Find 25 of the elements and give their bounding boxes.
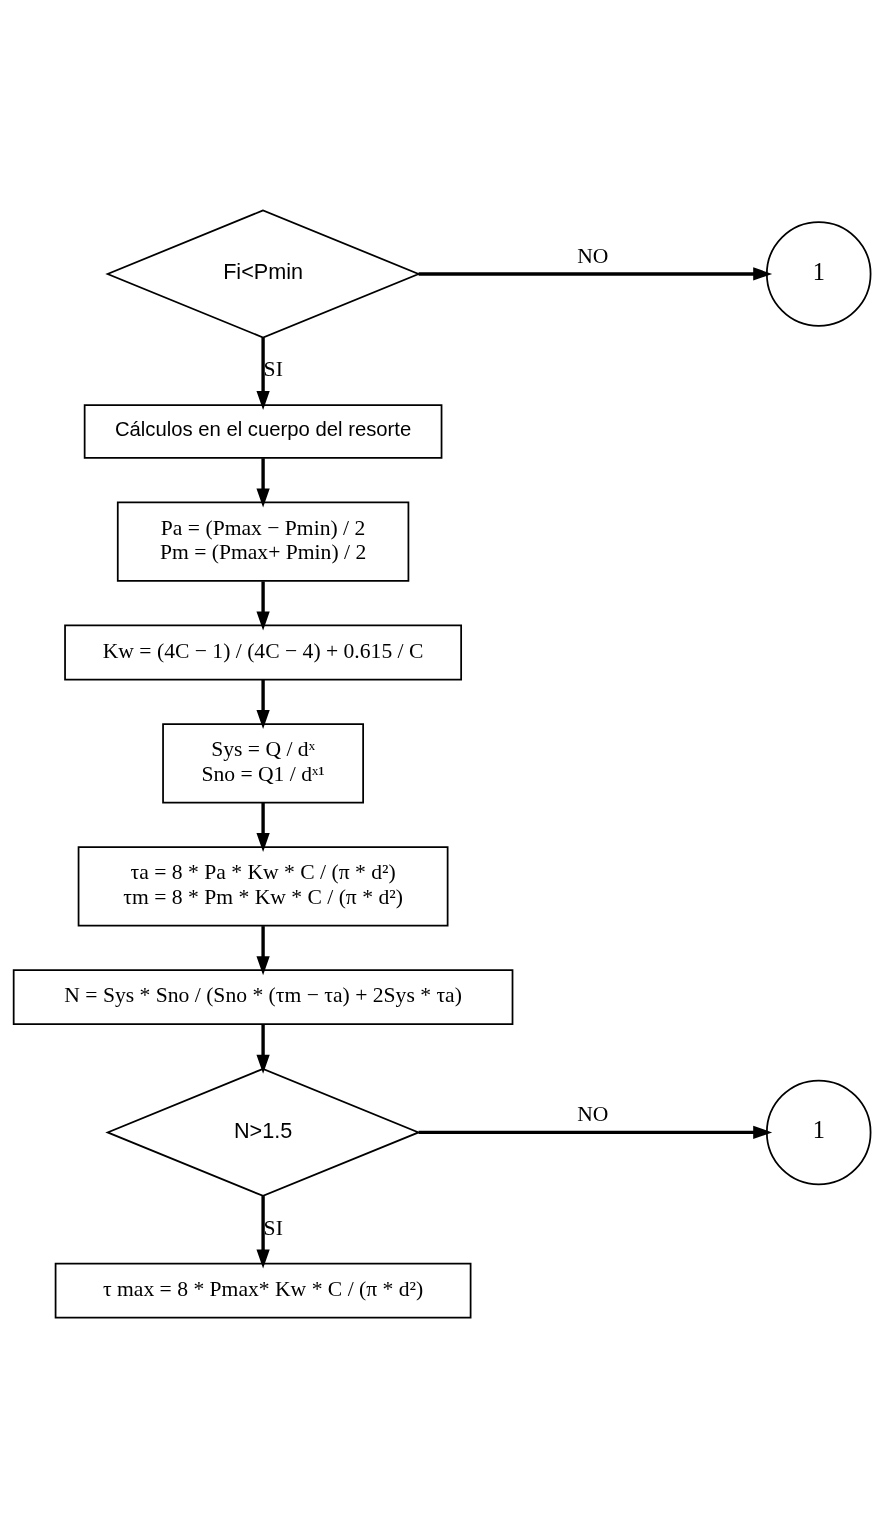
arrow	[256, 458, 270, 508]
node-diamond: Fi<Pmin	[105, 209, 421, 339]
edge-label: SI	[263, 1215, 283, 1240]
arrow	[256, 1196, 270, 1269]
arrow	[256, 926, 270, 976]
edge-label: NO	[577, 1102, 609, 1127]
node-box: τa = 8 * Pa * Kw * C / (π * d²) τm = 8 * Pm * Kw * C / (π * d²)	[77, 846, 449, 927]
node-box: Kw = (4C − 1) / (4C − 4) + 0.615 / C	[64, 624, 462, 681]
node-circle: 1	[765, 1079, 872, 1186]
arrow	[418, 267, 773, 281]
node-box: Cálculos en el cuerpo del resorte	[83, 404, 443, 459]
edge-label: SI	[263, 357, 283, 382]
arrow	[418, 1125, 773, 1140]
node-box: Pa = (Pmax − Pmin) / 2 Pm = (Pmax+ Pmin) / 2	[116, 501, 410, 582]
node-diamond: N>1.5	[105, 1067, 421, 1197]
node-box: N = Sys * Sno / (Sno * (τm − τa) + 2Sys * τa)	[12, 969, 514, 1026]
edge-label: NO	[577, 243, 609, 268]
arrow	[256, 802, 270, 852]
arrow	[256, 680, 270, 729]
arrow	[256, 1024, 270, 1074]
node-circle: 1	[765, 221, 872, 327]
node-box: τ max = 8 * Pmax* Kw * C / (π * d²)	[54, 1262, 472, 1319]
arrow	[256, 581, 270, 631]
node-box: Sys = Q / dˣ Sno = Q1 / dˣ¹	[162, 723, 364, 804]
arrow	[256, 337, 270, 410]
